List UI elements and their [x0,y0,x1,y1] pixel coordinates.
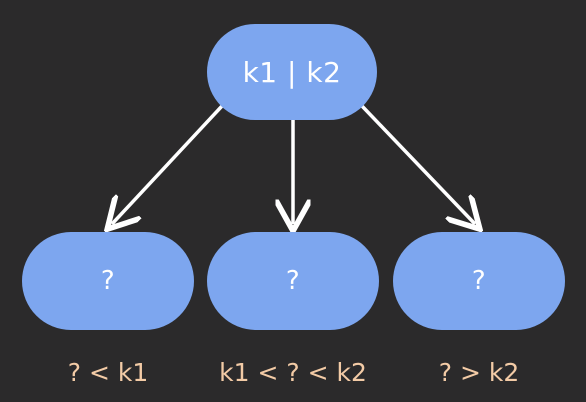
root-node-label: k1 | k2 [242,55,342,89]
child-node-label: ? [471,266,487,296]
range-label-middle: k1 < ? < k2 [219,358,367,387]
range-label-left: ? < k1 [67,358,149,387]
child-node-right: ? [393,232,565,330]
root-node: k1 | k2 [207,24,377,120]
child-node-label: ? [100,266,116,296]
child-node-label: ? [285,266,301,296]
child-node-middle: ? [207,232,379,330]
range-label-right: ? > k2 [438,358,520,387]
edge-left-arrow [112,104,224,224]
edge-right-arrow [360,104,475,224]
child-node-left: ? [22,232,194,330]
